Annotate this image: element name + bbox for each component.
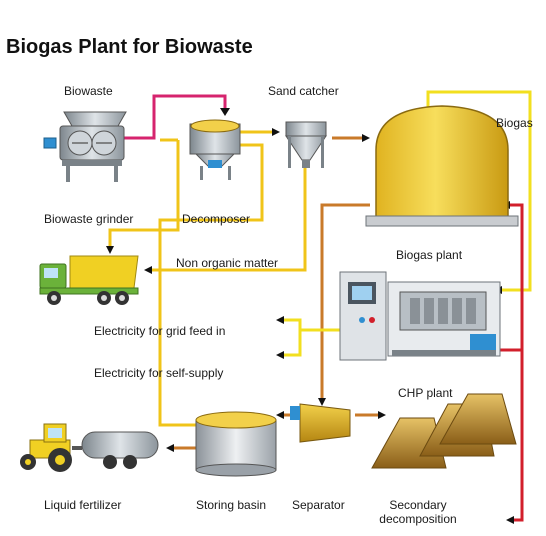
flow-nonorganic-to-truck (150, 162, 307, 272)
label-decomposer: Decomposer (182, 212, 251, 226)
flow-biogas-to-chp (426, 90, 532, 292)
flow-arrowhead (144, 266, 152, 274)
secondary-decomposition (371, 393, 517, 469)
tractor-with-tanker (20, 423, 159, 472)
label-biogas: Biogas (496, 116, 533, 130)
flow-arrowhead (276, 351, 284, 359)
decomposer (189, 119, 241, 180)
flow-arrowhead (106, 246, 114, 254)
flow-arrowhead (220, 108, 230, 116)
label-electricity-grid: Electricity for grid feed in (94, 324, 226, 338)
label-separator: Separator (292, 498, 345, 512)
flow-biowaste-to-decomposer (120, 94, 227, 140)
flow-decomposer-to-basin (158, 143, 264, 427)
sand-catcher (285, 121, 327, 168)
separator (290, 403, 351, 443)
label-electricity-self: Electricity for self-supply (94, 366, 224, 380)
flow-arrowhead (276, 411, 284, 419)
storing-basin (195, 411, 277, 477)
biowaste-grinder (43, 111, 127, 182)
flow-arrowhead (276, 316, 284, 324)
label-biowaste: Biowaste (64, 84, 113, 98)
flow-electricity-grid (282, 318, 340, 332)
label-non-organic-matter: Non organic matter (176, 256, 279, 270)
chp-plant (339, 271, 501, 361)
label-secondary-decomposition: Secondary decomposition (372, 498, 464, 526)
flow-arrowhead (378, 411, 386, 419)
label-sand-catcher: Sand catcher (268, 84, 339, 98)
flow-arrowhead (166, 444, 174, 452)
page-title: Biogas Plant for Biowaste (6, 36, 253, 58)
flow-arrowhead (272, 128, 280, 136)
label-biowaste-grinder: Biowaste grinder (44, 212, 134, 226)
flow-return-secondary (512, 350, 524, 522)
flow-electricity-self (282, 330, 302, 357)
label-biogas-plant: Biogas plant (396, 248, 463, 262)
flow-arrowhead (506, 516, 514, 524)
label-secondary-line2: decomposition (379, 512, 457, 526)
flow-biogasplant-to-separator (320, 203, 370, 400)
biogas-plant-tank (365, 105, 519, 227)
label-liquid-fertilizer: Liquid fertilizer (44, 498, 122, 512)
truck (39, 255, 139, 305)
flow-arrowhead (318, 398, 326, 406)
label-secondary-line1: Secondary (389, 498, 447, 512)
label-chp-plant: CHP plant (398, 386, 453, 400)
flow-decomposer-to-truck (108, 138, 180, 248)
flow-return-heat (500, 203, 524, 352)
flow-arrowhead (362, 134, 370, 142)
label-storing-basin: Storing basin (196, 498, 267, 512)
